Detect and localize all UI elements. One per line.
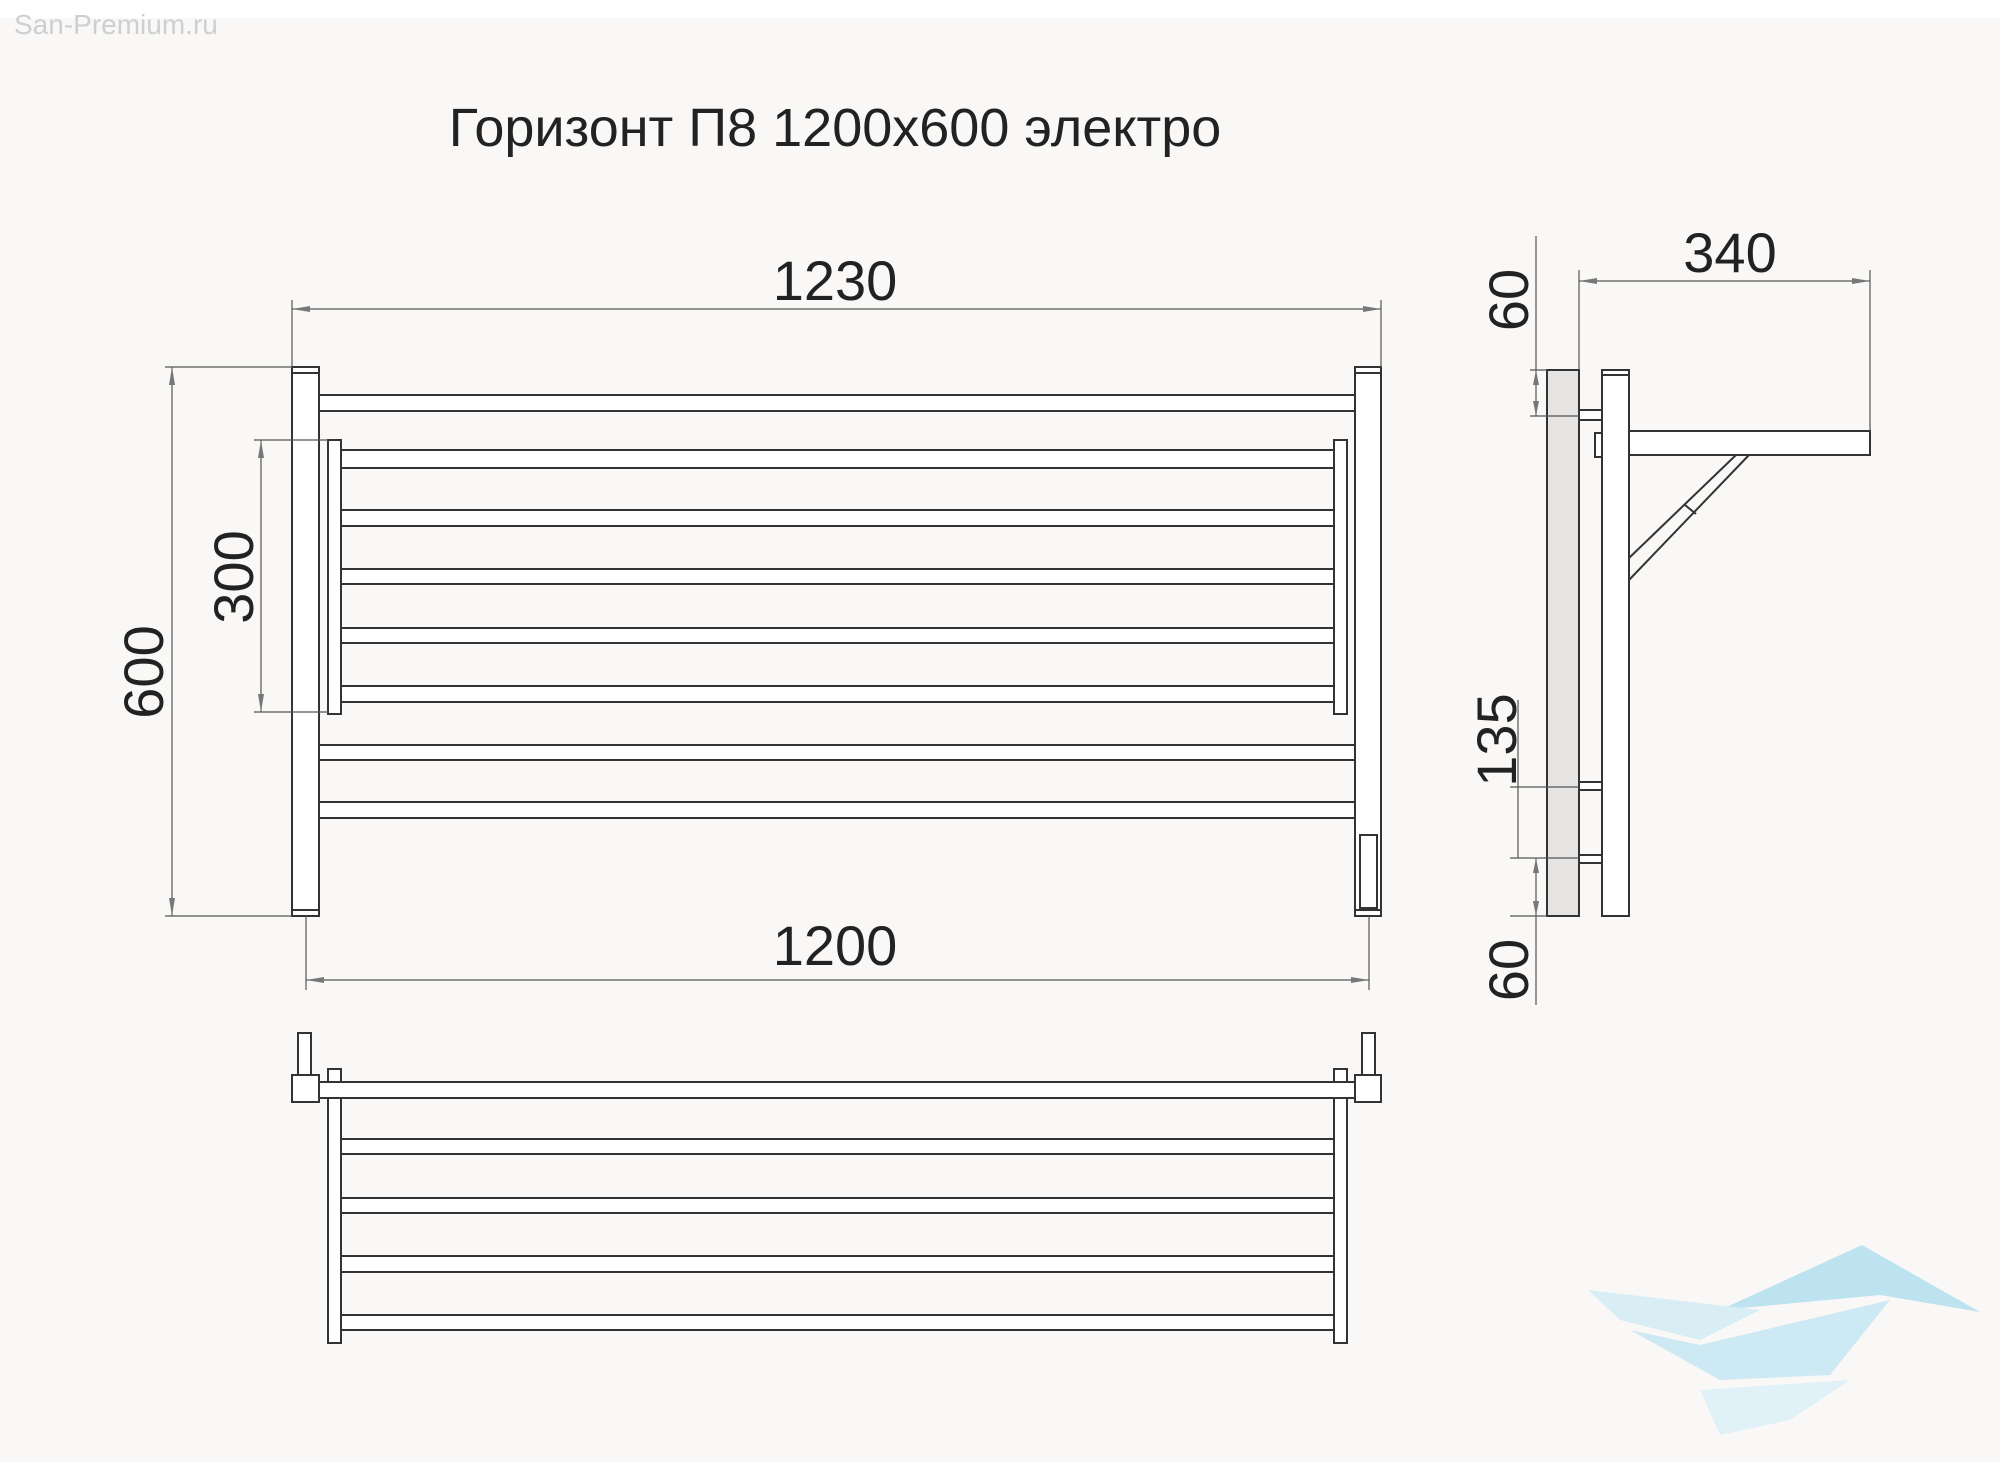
dim-label: 1200	[773, 914, 898, 977]
bracket-left	[291, 1074, 320, 1103]
inner-post-right	[1333, 439, 1348, 715]
page-title: Горизонт П8 1200х600 электро	[449, 98, 1222, 158]
dim-depth: 340	[1578, 221, 1871, 431]
dim-side-offsets: 60 135 60	[1465, 236, 1579, 1005]
dim-label: 1230	[773, 249, 898, 312]
dim-label: 300	[202, 530, 265, 623]
wall	[1546, 369, 1580, 917]
dim-height: 600	[112, 366, 292, 917]
watermark-text: San-Premium.ru	[14, 9, 218, 40]
top-view	[291, 1032, 1382, 1344]
rail	[340, 509, 1335, 527]
dim-mount-width: 1200	[305, 914, 1370, 990]
bracket-right	[1354, 1074, 1382, 1103]
post-right	[1354, 366, 1382, 917]
rail	[340, 1255, 1335, 1273]
dim-overall-width: 1230	[291, 249, 1382, 367]
dim-inner-height: 300	[202, 439, 328, 713]
side-view	[1546, 369, 1871, 917]
rail	[340, 685, 1335, 703]
rail	[318, 801, 1356, 819]
rail	[318, 744, 1356, 761]
inner-post-left	[327, 439, 342, 715]
wall-pin-left	[297, 1032, 312, 1076]
inner-post-right	[1333, 1068, 1348, 1344]
inner-post-left	[327, 1068, 342, 1344]
rail	[340, 1197, 1335, 1214]
dim-label: 60	[1477, 269, 1540, 331]
shelf-side	[1628, 430, 1871, 456]
rail	[340, 627, 1335, 644]
top-bar	[318, 1081, 1356, 1099]
wall-pin-right	[1361, 1032, 1376, 1076]
shelf-front-bar	[340, 449, 1335, 469]
dim-label: 600	[112, 625, 175, 718]
dim-label: 135	[1465, 693, 1528, 786]
rail	[340, 568, 1335, 585]
side-post	[1601, 369, 1630, 917]
dim-label: 340	[1683, 221, 1776, 284]
logo-watermark-icon	[1588, 1245, 1980, 1435]
dim-label: 60	[1477, 939, 1540, 1001]
post-left	[291, 366, 320, 917]
heater-element-icon	[1359, 834, 1378, 909]
front-view	[291, 366, 1382, 917]
rail	[340, 1138, 1335, 1155]
rail	[318, 394, 1356, 412]
rail	[340, 1314, 1335, 1331]
